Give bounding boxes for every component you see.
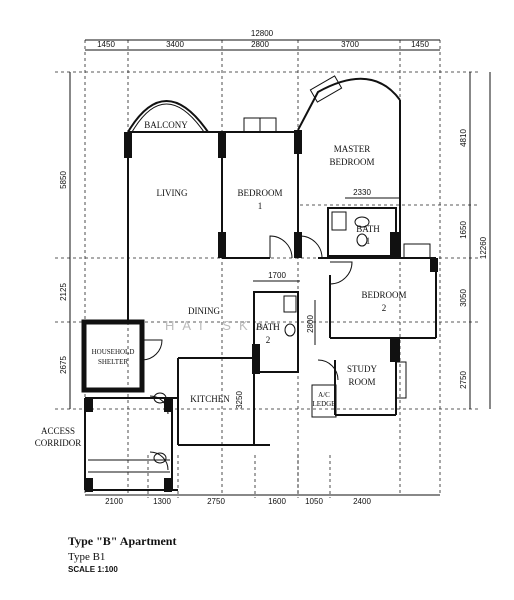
dim-bottom-4: 1600 [268,497,286,506]
structural-columns [85,130,438,492]
dim-right-total: 12260 [479,236,488,259]
plan-caption: Type "B" Apartment Type B1 SCALE 1:100 [68,534,176,574]
label-ac-ledge-a: A/C [318,391,330,399]
grid-lines [55,40,480,498]
fixtures [153,211,370,464]
walls [84,77,437,491]
label-living: LIVING [157,188,188,198]
dim-bath2-width: 1700 [268,271,286,280]
dim-left-lower: 2675 [59,356,68,374]
door-swings [141,235,353,471]
dim-bottom-6: 2400 [353,497,371,506]
dim-bath1-width: 2330 [353,188,371,197]
dim-left-upper: 5850 [59,171,68,189]
dim-bottom-2: 1300 [153,497,171,506]
label-bath2-b: 2 [266,335,271,345]
dim-left-mid: 2125 [59,283,68,301]
label-kitchen: KITCHEN [190,394,230,404]
dimension-lines [69,39,491,496]
label-access-b: CORRIDOR [35,438,82,448]
dim-top-5: 1450 [411,40,429,49]
label-bath1-b: 1 [366,236,371,246]
label-ac-ledge-b: LEDGE [313,400,336,408]
dim-top-total: 12800 [251,29,274,38]
caption-scale: SCALE 1:100 [68,565,118,574]
label-shelter-a: HOUSEHOLD [92,348,135,356]
dim-kitchen-depth: 3250 [235,391,244,409]
dim-top-4: 3700 [341,40,359,49]
label-bedroom2-a: BEDROOM [361,290,406,300]
label-shelter-b: SHELTER [98,358,128,366]
dim-top-1: 1450 [97,40,115,49]
label-balcony: BALCONY [144,120,188,130]
caption-title: Type "B" Apartment [68,534,177,548]
label-master-a: MASTER [334,144,371,154]
dim-top-2: 3400 [166,40,184,49]
watermark-text: HAI SKAI [165,318,284,333]
windows [243,75,431,399]
label-bedroom1-b: 1 [258,201,263,211]
label-study-b: ROOM [348,377,375,387]
label-bath1-a: BATH [356,224,380,234]
label-bath2-a: BATH [256,322,280,332]
label-bedroom2-b: 2 [382,303,387,313]
dim-right-3: 3050 [459,289,468,307]
caption-subtype: Type B1 [68,551,106,563]
label-access-a: ACCESS [41,426,75,436]
dim-right-4: 2750 [459,371,468,389]
dim-bottom-5: 1050 [305,497,323,506]
label-bedroom1-a: BEDROOM [237,188,282,198]
dim-bottom-3: 2750 [207,497,225,506]
household-shelter-box [81,319,145,393]
dim-right-1: 4810 [459,129,468,147]
dim-top-3: 2800 [251,40,269,49]
dim-bath2-depth: 2800 [306,315,315,333]
dim-bottom-1: 2100 [105,497,123,506]
dim-right-2: 1650 [459,221,468,239]
label-master-b: BEDROOM [329,157,374,167]
label-dining: DINING [188,306,220,316]
label-study-a: STUDY [347,364,378,374]
